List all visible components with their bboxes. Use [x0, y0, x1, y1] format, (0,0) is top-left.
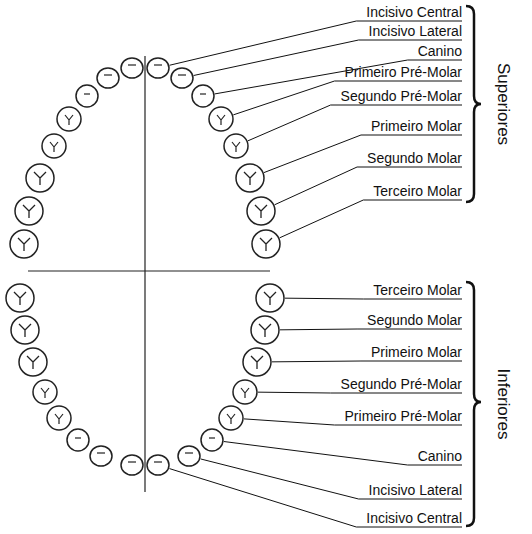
- tooth-name: Terceiro Molar: [373, 282, 462, 298]
- tooth-name: Segundo Molar: [367, 312, 462, 328]
- tooth: [171, 68, 193, 88]
- tooth: [90, 446, 112, 466]
- tooth: [219, 406, 243, 430]
- leader-line: [280, 329, 462, 331]
- tooth: [47, 406, 71, 430]
- leader-line: [272, 361, 462, 363]
- tooth-name: Incisivo Lateral: [369, 23, 462, 39]
- tooth: [76, 85, 98, 107]
- tooth: [201, 429, 223, 451]
- tooth-name: Incisivo Central: [366, 510, 462, 526]
- tooth: [15, 197, 43, 225]
- tooth: [10, 230, 38, 258]
- tooth: [247, 197, 275, 225]
- tooth-name: Segundo Pré-Molar: [341, 376, 462, 392]
- tooth: [33, 380, 57, 404]
- midline: [144, 56, 145, 492]
- tooth: [121, 58, 143, 78]
- tooth: [147, 455, 169, 475]
- bracket: [466, 282, 481, 526]
- tooth: [19, 348, 47, 376]
- tooth: [256, 284, 284, 312]
- tooth: [251, 316, 279, 344]
- leader-line: [233, 81, 462, 115]
- tooth-name: Primeiro Pré-Molar: [345, 64, 462, 80]
- tooth: [252, 230, 280, 258]
- tooth: [236, 164, 264, 192]
- jaw-name: Superiores: [493, 63, 513, 145]
- tooth-name: Segundo Molar: [367, 150, 462, 166]
- leader-line: [201, 459, 462, 499]
- tooth: [26, 164, 54, 192]
- jaw-name: Inferiores: [493, 369, 513, 440]
- tooth: [57, 107, 81, 131]
- tooth: [11, 316, 39, 344]
- tooth-name: Primeiro Molar: [371, 118, 462, 134]
- occlusal-line: [28, 270, 270, 271]
- tooth: [67, 429, 89, 451]
- tooth: [178, 446, 200, 466]
- tooth-name: Terceiro Molar: [373, 183, 462, 199]
- leader-line: [224, 442, 462, 465]
- tooth: [97, 68, 119, 88]
- leader-line: [275, 167, 462, 205]
- tooth: [6, 284, 34, 312]
- tooth: [224, 134, 248, 158]
- leader-line: [170, 21, 462, 65]
- tooth-name: Primeiro Molar: [371, 344, 462, 360]
- tooth: [42, 134, 66, 158]
- tooth: [147, 58, 169, 78]
- tooth-name: Primeiro Pré-Molar: [345, 408, 462, 424]
- tooth-name: Segundo Pré-Molar: [341, 88, 462, 104]
- tooth: [233, 380, 257, 404]
- leader-line: [169, 469, 462, 527]
- tooth: [209, 107, 233, 131]
- tooth: [121, 455, 143, 475]
- leader-line: [280, 200, 462, 238]
- tooth-name: Incisivo Central: [366, 4, 462, 20]
- tooth-name: Canino: [418, 448, 462, 464]
- tooth: [192, 85, 214, 107]
- tooth-name: Incisivo Lateral: [369, 482, 462, 498]
- tooth: [243, 348, 271, 376]
- bracket: [466, 6, 481, 202]
- tooth-name: Canino: [418, 43, 462, 59]
